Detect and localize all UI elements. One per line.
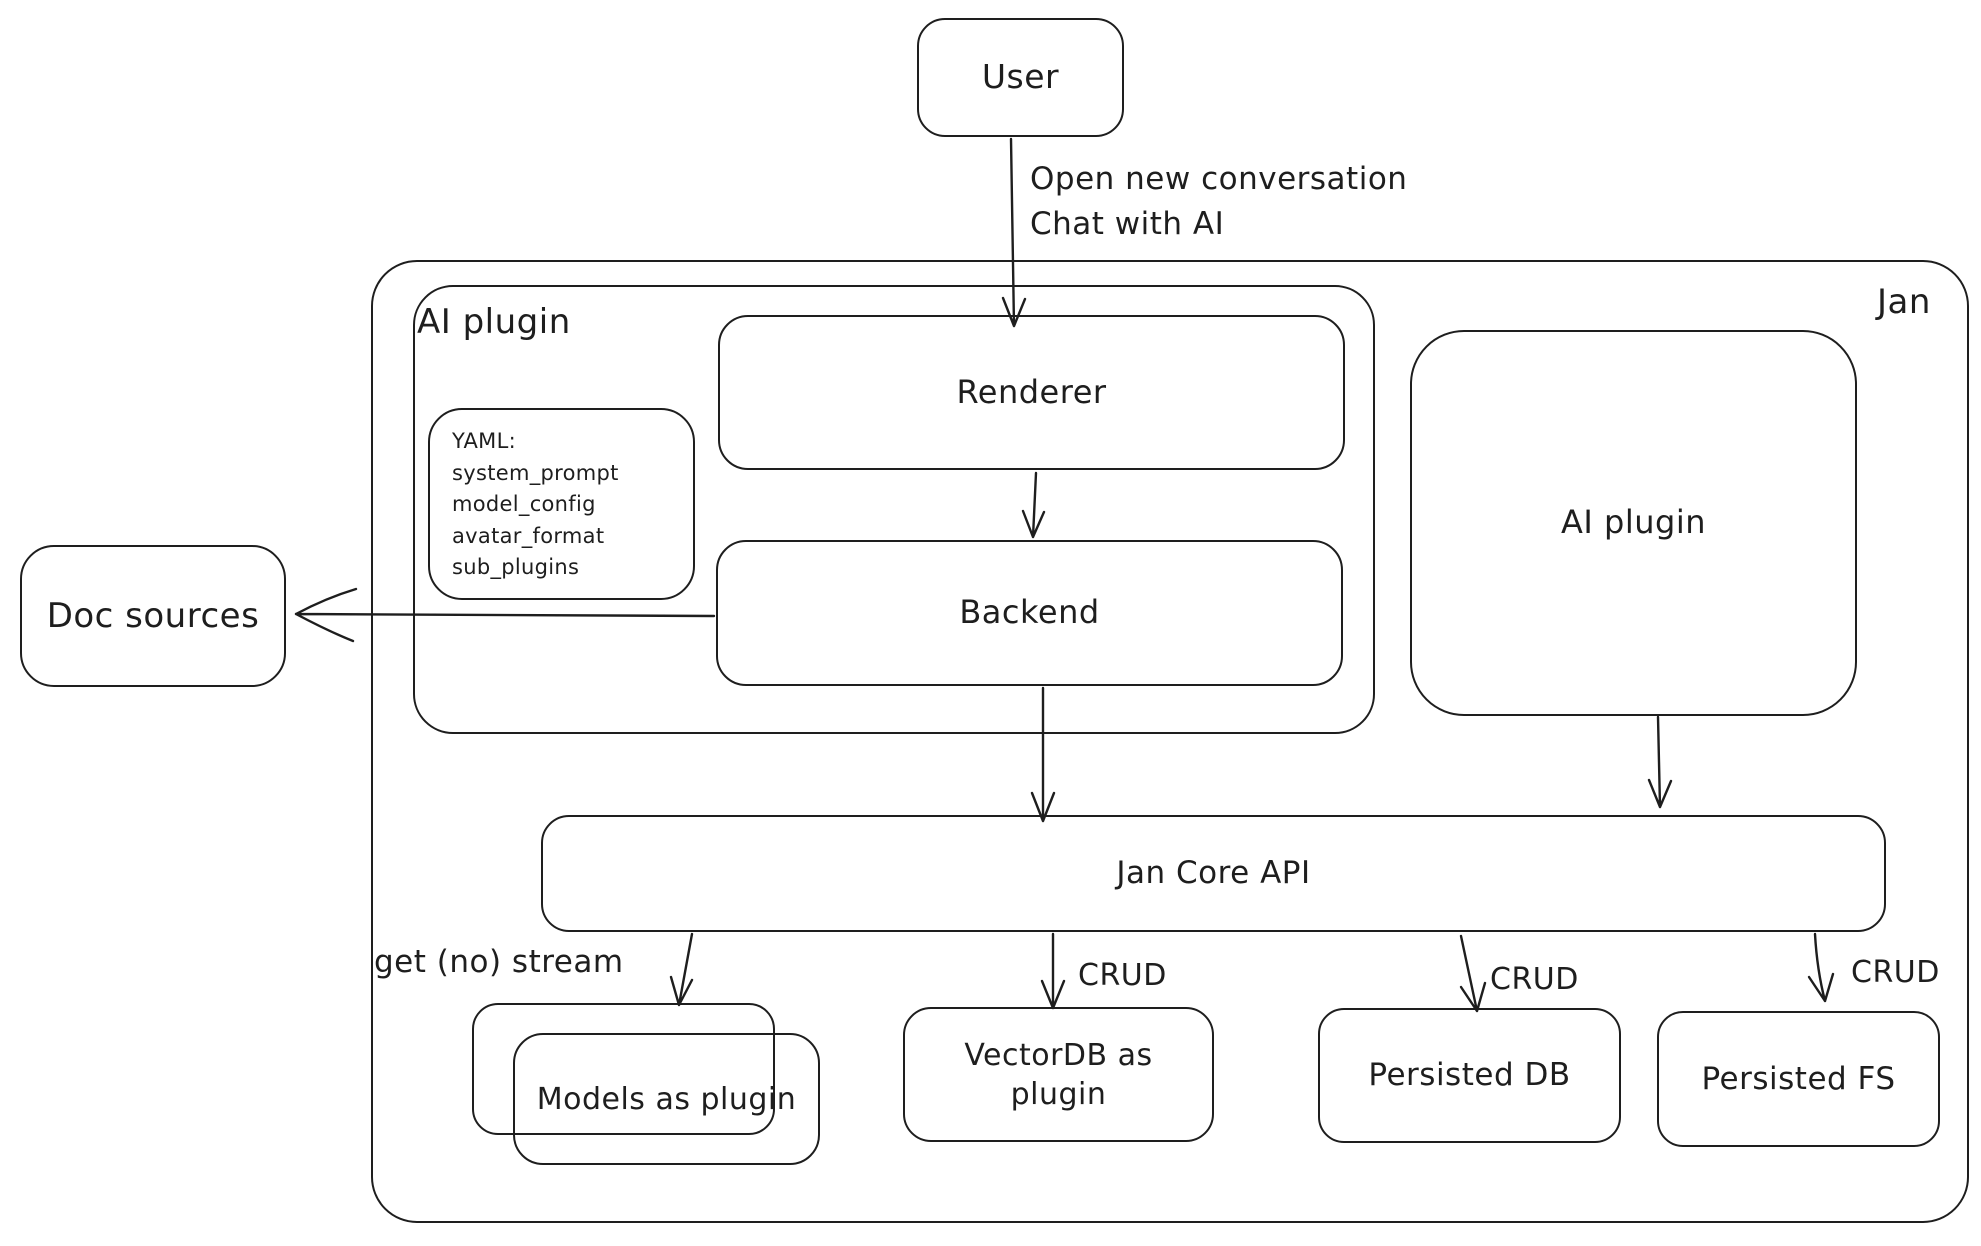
- user-node: User: [917, 18, 1124, 137]
- crud-vectordb-edge-label: CRUD: [1078, 958, 1167, 993]
- doc-sources-node-label: Doc sources: [46, 595, 260, 636]
- backend-node-label: Backend: [959, 593, 1100, 632]
- persisted-db-node-label: Persisted DB: [1368, 1057, 1571, 1094]
- jan-core-api-node: Jan Core API: [541, 815, 1886, 932]
- backend-node: Backend: [716, 540, 1343, 686]
- models-plugin-back-box: [472, 1003, 775, 1135]
- vectordb-plugin-node: VectorDB as plugin: [903, 1007, 1214, 1142]
- ai-plugin-right-node: AI plugin: [1410, 330, 1857, 716]
- crud-persisted-db-edge-label: CRUD: [1490, 962, 1579, 997]
- doc-sources-node: Doc sources: [20, 545, 286, 687]
- persisted-fs-node: Persisted FS: [1657, 1011, 1940, 1147]
- crud-persisted-fs-edge-label: CRUD: [1851, 955, 1940, 990]
- ai-plugin-container: [413, 285, 1375, 734]
- user-action-edge-label: Open new conversation Chat with AI: [1030, 161, 1408, 242]
- jan-core-api-node-label: Jan Core API: [1116, 855, 1311, 892]
- user-node-label: User: [981, 57, 1060, 97]
- yaml-note-text: YAML: system_prompt model_config avatar_…: [452, 429, 619, 579]
- jan-container: [371, 260, 1969, 1223]
- renderer-node-label: Renderer: [956, 372, 1107, 411]
- renderer-node: Renderer: [718, 315, 1345, 470]
- ai-plugin-container-label: AI plugin: [417, 302, 571, 342]
- yaml-note: YAML: system_prompt model_config avatar_…: [428, 408, 695, 600]
- ai-plugin-right-node-label: AI plugin: [1561, 503, 1706, 542]
- persisted-fs-node-label: Persisted FS: [1701, 1060, 1896, 1097]
- get-no-stream-edge-label: get (no) stream: [374, 944, 624, 980]
- vectordb-plugin-node-label: VectorDB as plugin: [964, 1037, 1153, 1112]
- models-plugin-node-label: Models as plugin: [536, 1081, 797, 1117]
- jan-container-label: Jan: [1877, 282, 1931, 322]
- persisted-db-node: Persisted DB: [1318, 1008, 1621, 1143]
- models-plugin-node: Models as plugin: [513, 1033, 820, 1165]
